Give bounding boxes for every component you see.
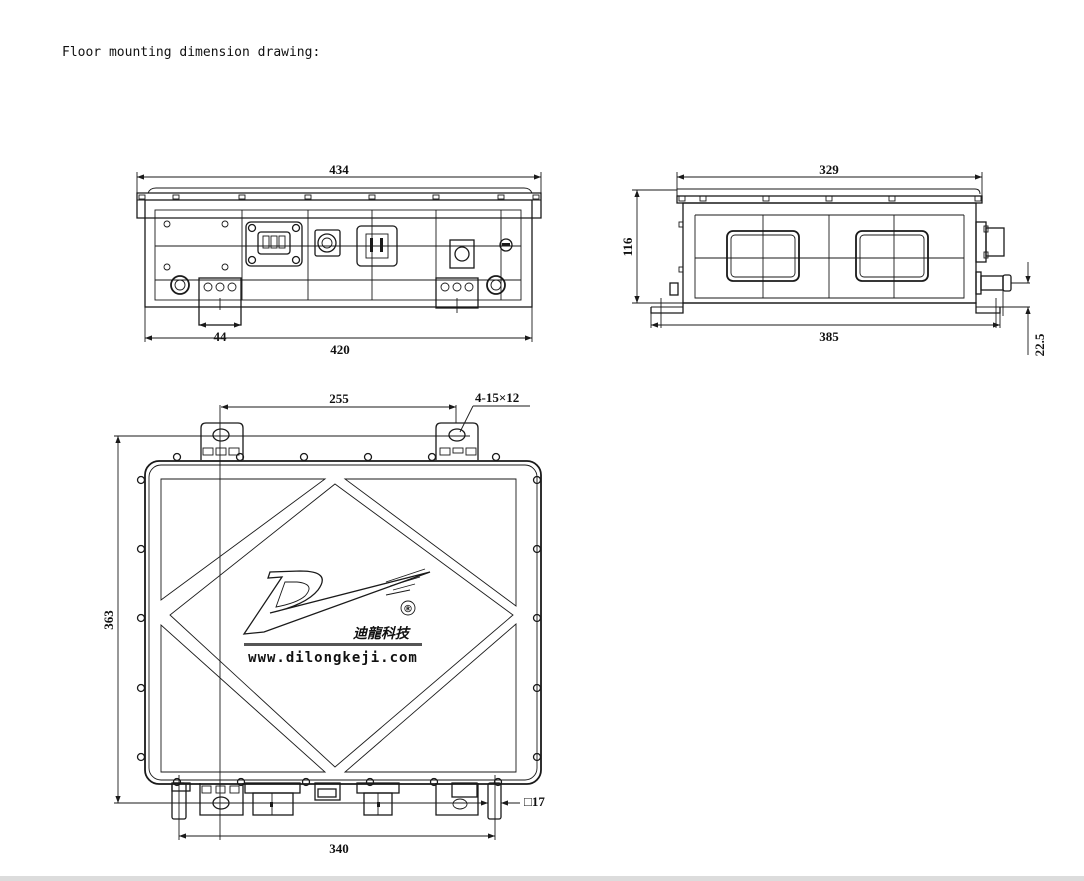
logo-company-name: 迪龍科技 bbox=[353, 625, 411, 642]
dim-pipe-size: □17 bbox=[524, 794, 545, 809]
dim-base-width: 420 bbox=[330, 342, 350, 357]
perimeter-bolts bbox=[136, 452, 542, 787]
side-view: 329 bbox=[620, 162, 1047, 356]
bottom-scroll-strip bbox=[0, 876, 1084, 881]
hole-callout: 4-15×12 bbox=[475, 390, 519, 405]
drawing-caption: Floor mounting dimension drawing: bbox=[62, 45, 321, 60]
registered-mark: ® bbox=[403, 604, 413, 615]
bottom-connectors bbox=[171, 782, 502, 820]
dim-flange-offset: 22.5 bbox=[1032, 333, 1047, 356]
front-view: 434 bbox=[136, 162, 542, 357]
dim-hole-spacing: 255 bbox=[329, 391, 349, 406]
dim-height: 116 bbox=[620, 237, 635, 256]
dim-overall-depth: 363 bbox=[101, 610, 116, 630]
dim-bracket-width: 44 bbox=[214, 329, 228, 344]
dim-top-width: 329 bbox=[819, 162, 839, 177]
top-view: 255 4-15×12 bbox=[101, 390, 545, 856]
dim-base-length: 385 bbox=[819, 329, 839, 344]
company-logo: ® 迪龍科技 www.dilongkeji.com bbox=[242, 568, 431, 666]
dim-bottom-hole-spacing: 340 bbox=[329, 841, 349, 856]
dim-overall-width: 434 bbox=[329, 162, 349, 177]
logo-url: www.dilongkeji.com bbox=[248, 650, 418, 666]
